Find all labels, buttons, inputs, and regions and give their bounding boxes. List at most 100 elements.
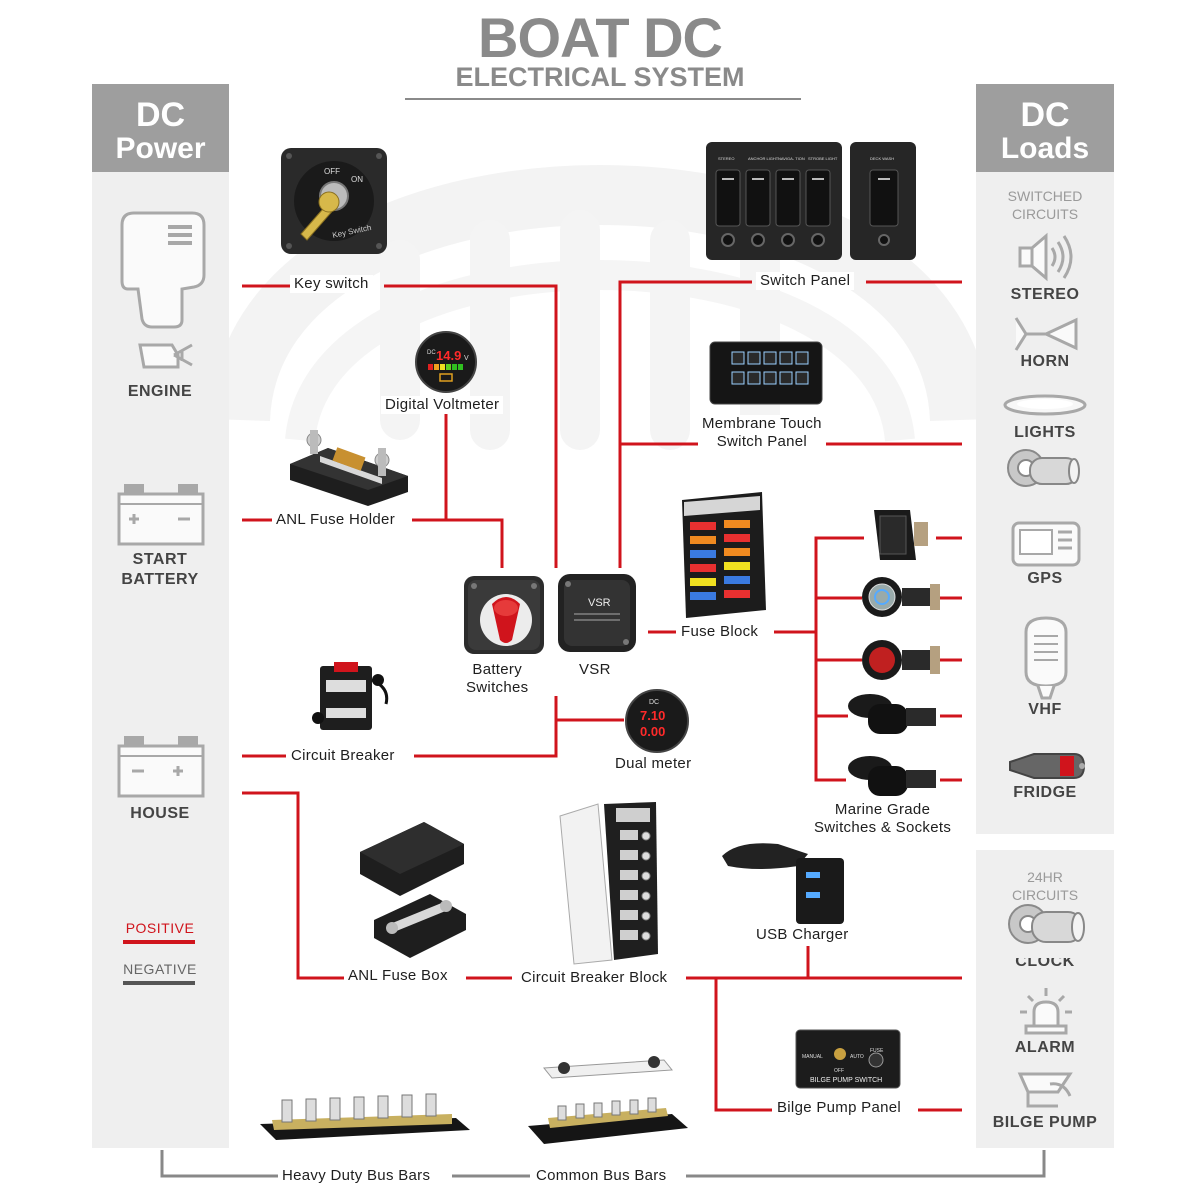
light-icon <box>1008 904 1085 944</box>
switched-caption-line1: SWITCHED <box>1007 188 1083 204</box>
marine-switches-line2: Switches & Sockets <box>814 819 952 836</box>
key-switch-off-text: OFF <box>324 167 340 176</box>
marine-switches-label: Marine Grade Switches & Sockets <box>810 801 956 837</box>
page-subtitle: ELECTRICAL SYSTEM <box>455 62 745 92</box>
fuse-block-label: Fuse Block <box>677 623 763 641</box>
common-bus-bars-label: Common Bus Bars <box>532 1167 671 1185</box>
dc-power-heading-line2: Power <box>115 132 206 165</box>
bilge-pump-label: BILGE PUMP <box>992 1114 1098 1131</box>
fuse-block-device <box>682 492 766 618</box>
switched-circuits-caption: SWITCHED CIRCUITS <box>976 187 1114 223</box>
anl-fuse-holder-label: ANL Fuse Holder <box>272 511 399 529</box>
dc-power-heading-line1: DC <box>135 96 186 134</box>
membrane-panel-line2: Switch Panel <box>716 433 808 450</box>
circuit-breaker-label: Circuit Breaker <box>287 747 399 765</box>
dual-meter-volts-text: 7.10 <box>640 708 665 723</box>
vsr-device: VSR <box>558 574 636 652</box>
vhf-label: VHF <box>1028 701 1062 718</box>
legend-positive-label: POSITIVE <box>125 920 195 936</box>
bilge-pump-panel-label: Bilge Pump Panel <box>773 1099 906 1117</box>
circuit-breaker-block-label: Circuit Breaker Block <box>517 969 672 987</box>
bilge-auto-text: AUTO <box>850 1054 864 1060</box>
membrane-panel-label: Membrane Touch Switch Panel <box>698 415 826 451</box>
plug-icon <box>1009 753 1086 779</box>
horn-label: HORN <box>1020 353 1070 370</box>
heavy-duty-bus-bar-device <box>260 1093 470 1140</box>
legend-positive-swatch <box>123 940 195 944</box>
always-caption-line1: 24HR <box>1027 869 1063 885</box>
start-battery-label-line1: START <box>132 551 188 568</box>
switch-panel-text-5: DECK WASH <box>870 156 894 161</box>
dual-meter-label: Dual meter <box>611 755 696 773</box>
switch-panel-device: STEREO ANCHOR LIGHT NAVIGA- TION STROBE … <box>706 142 916 260</box>
always-caption-line2: CIRCUITS <box>1011 887 1079 903</box>
always-on-panel <box>976 850 1114 1148</box>
heavy-duty-bus-bars-label: Heavy Duty Bus Bars <box>278 1167 435 1185</box>
battery-icon <box>117 736 205 798</box>
gps-icon <box>1011 521 1081 567</box>
voltmeter-reading-text: 14.9 <box>436 348 461 363</box>
page-title: BOAT DC <box>478 6 723 69</box>
battery-switch-device <box>464 576 544 654</box>
alarm-icon <box>1020 988 1072 1035</box>
digital-voltmeter-device: DC 14.9 V <box>415 331 477 393</box>
key-switch-label: Key switch <box>290 275 373 293</box>
key-switch-on-text: ON <box>351 175 363 184</box>
usb-charger-label: USB Charger <box>752 926 853 944</box>
light-icon <box>1003 394 1087 416</box>
dual-meter-amps-text: 0.00 <box>640 724 665 739</box>
circuit-breaker-device <box>312 662 389 730</box>
title-underline <box>405 98 801 100</box>
bilge-manual-text: MANUAL <box>802 1054 823 1060</box>
usb-charger-device <box>722 843 844 924</box>
anl-fuse-box-device <box>360 822 466 958</box>
horn-icon <box>1014 317 1078 351</box>
start-battery-label-line2: BATTERY <box>121 571 199 588</box>
bilge-off-text: OFF <box>834 1068 844 1074</box>
membrane-switch-panel-device <box>709 341 823 405</box>
dc-loads-heading: DC Loads <box>976 84 1114 172</box>
battery-switches-label: Battery Switches <box>462 661 533 697</box>
common-bus-bar-device <box>528 1056 688 1144</box>
always-on-caption: 24HR CIRCUITS <box>976 868 1114 904</box>
key-switch-device: OFF ON Key Switch <box>281 148 387 254</box>
engine-icon <box>120 211 206 369</box>
switch-panel-text-3: NAVIGA- TION <box>778 156 805 161</box>
switch-panel-text-4: STROBE LIGHT <box>808 156 838 161</box>
switched-caption-line2: CIRCUITS <box>1011 206 1079 222</box>
house-battery-label: HOUSE <box>130 805 190 822</box>
dual-meter-device: DC 7.10 0.00 <box>625 689 689 753</box>
power-socket-device <box>848 694 936 734</box>
switch-panel-text-1: STEREO <box>718 156 734 161</box>
alarm-label: ALARM <box>1014 1039 1076 1056</box>
switch-panel-label: Switch Panel <box>756 272 855 290</box>
start-battery-label: START BATTERY <box>92 550 228 590</box>
battery-icon <box>117 484 205 546</box>
dc-loads-heading-line2: Loads <box>1000 132 1090 165</box>
speaker-icon <box>1018 232 1073 282</box>
lights-label: LIGHTS <box>1014 424 1076 441</box>
bilge-pump-panel-device: MANUAL AUTO OFF FUSE BILGE PUMP SWITCH <box>795 1029 901 1089</box>
push-button-switch-device <box>862 577 940 617</box>
power-socket-device <box>848 756 936 796</box>
radio-icon <box>1024 616 1068 700</box>
dc-loads-heading-line1: DC <box>1020 96 1070 134</box>
anl-fuse-holder-device <box>290 430 408 506</box>
dual-meter-dc-text: DC <box>649 699 659 706</box>
vsr-face-text: VSR <box>588 597 611 609</box>
dc-power-heading: DC Power <box>92 84 229 172</box>
light-icon <box>1007 449 1080 487</box>
anl-fuse-box-label: ANL Fuse Box <box>344 967 452 985</box>
switch-panel-text-2: ANCHOR LIGHT <box>748 156 779 161</box>
stereo-label: STEREO <box>1010 286 1080 303</box>
rocker-switch-device <box>874 510 928 560</box>
digital-voltmeter-label: Digital Voltmeter <box>381 396 504 414</box>
bilge-fuse-text: FUSE <box>870 1048 884 1054</box>
marine-switches-line1: Marine Grade <box>834 801 931 818</box>
engine-label: ENGINE <box>127 383 193 400</box>
bilge-panel-text: BILGE PUMP SWITCH <box>810 1077 882 1084</box>
battery-switches-line1: Battery <box>472 661 523 678</box>
vsr-label: VSR <box>575 661 615 679</box>
clock-label: CLOCK <box>1015 958 1075 970</box>
